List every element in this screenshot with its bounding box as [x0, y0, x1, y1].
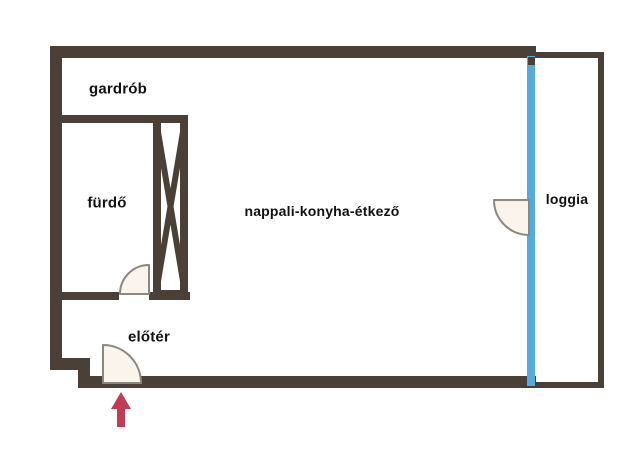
- loggia-wall-right: [598, 52, 604, 388]
- door-swing-loggia: [493, 199, 530, 236]
- glass-wall: [527, 56, 535, 386]
- wall-furdo-bottom-left: [62, 292, 119, 300]
- exterior-walls: [50, 46, 536, 388]
- glass-wall-top-nub: [528, 57, 535, 65]
- glass-wall-line: [527, 56, 535, 386]
- loggia-wall-bottom: [536, 382, 604, 388]
- room-label-furdo: fürdő: [87, 194, 127, 212]
- wall-left: [50, 46, 62, 370]
- doors: [102, 199, 530, 384]
- entrance-arrow-icon: [111, 392, 131, 427]
- shaft-diagonal-2: [153, 119, 188, 294]
- wall-top: [50, 46, 536, 58]
- shaft-x-symbol: [153, 115, 188, 298]
- room-label-eloter: előtér: [127, 328, 171, 346]
- door-swing-furdo: [119, 264, 150, 295]
- shaft-box: [153, 115, 188, 298]
- loggia-walls: [536, 52, 604, 388]
- wall-gardrob-divider: [62, 115, 156, 123]
- door-swing-entrance: [102, 344, 142, 384]
- loggia-wall-top: [536, 52, 604, 58]
- room-label-gardrob: gardrób: [88, 80, 148, 98]
- wall-bottom: [78, 376, 536, 388]
- room-label-loggia: loggia: [545, 191, 589, 207]
- room-label-nappali-konyha-etkezo: nappali-konyha-étkező: [244, 203, 400, 219]
